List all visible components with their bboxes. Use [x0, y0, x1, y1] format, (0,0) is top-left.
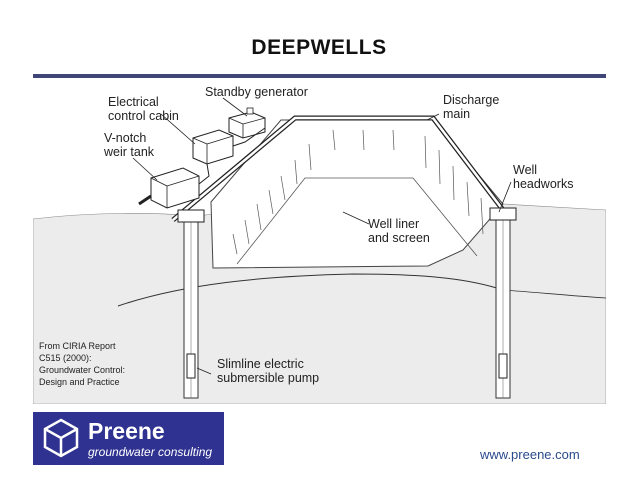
- label-headworks: Well headworks: [513, 163, 573, 191]
- left-pump: [186, 353, 196, 379]
- label-discharge: Discharge main: [443, 93, 503, 121]
- pit-floor: [236, 177, 478, 265]
- deepwell-diagram: Electrical control cabin Standby generat…: [33, 85, 606, 404]
- cables: [198, 127, 266, 185]
- left-headworks: [177, 209, 205, 223]
- leader-lines: [132, 97, 512, 375]
- drawdown-curve-right: [502, 289, 606, 299]
- discharge-main-inner: [172, 116, 504, 221]
- right-headworks: [489, 207, 517, 221]
- label-pump: Slimline electric submersible pump: [217, 357, 319, 385]
- drawdown-curve: [117, 273, 504, 307]
- logo-tagline: groundwater consulting: [88, 445, 213, 459]
- ground: [33, 203, 606, 404]
- preene-logo[interactable]: Preene groundwater consulting: [33, 412, 224, 465]
- source-line: C515 (2000):: [39, 353, 92, 363]
- label-generator: Standby generator: [205, 85, 308, 99]
- control-cabin: [192, 129, 234, 165]
- title-divider: [33, 74, 606, 78]
- website-link[interactable]: www.preene.com: [480, 447, 580, 462]
- source-line: From CIRIA Report: [39, 341, 116, 351]
- logo-name: Preene: [88, 418, 165, 444]
- cube-logo-icon: [43, 418, 79, 458]
- standby-generator: [228, 107, 266, 139]
- source-line: Design and Practice: [39, 377, 120, 387]
- pit-hatching: [232, 129, 484, 255]
- excavation-pit: [210, 119, 504, 269]
- label-cabin: Electrical control cabin: [108, 95, 179, 123]
- label-weir: V-notch weir tank: [103, 131, 155, 159]
- source-line: Groundwater Control:: [39, 365, 126, 375]
- weir-tank: [138, 167, 200, 209]
- label-liner: Well liner and screen: [368, 217, 430, 245]
- right-pump: [498, 353, 508, 379]
- page-title: DEEPWELLS: [251, 36, 387, 59]
- source-note: From CIRIA Report C515 (2000): Groundwat…: [39, 340, 159, 388]
